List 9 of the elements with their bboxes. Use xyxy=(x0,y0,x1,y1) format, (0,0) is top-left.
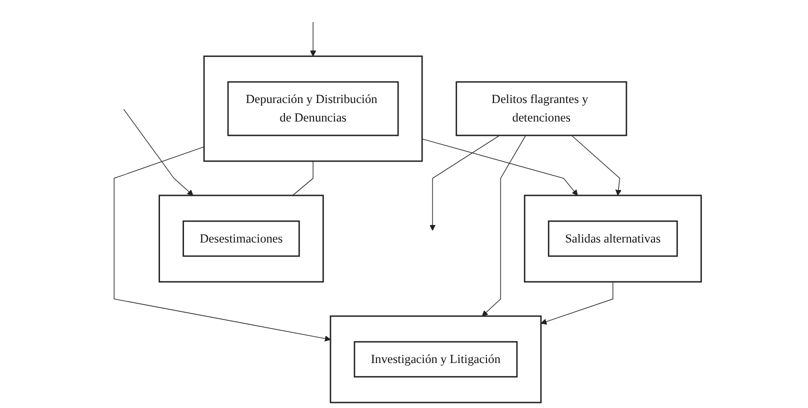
node-box: Delitos flagrantes y detenciones xyxy=(456,81,628,136)
node-box: Salidas alternativas xyxy=(548,220,678,257)
cluster xyxy=(330,315,542,404)
cluster xyxy=(158,194,324,283)
cluster xyxy=(524,194,702,283)
node-box: Desestimaciones xyxy=(182,220,300,257)
cluster xyxy=(203,56,423,162)
node-box: Depuración y Distribución de Denuncias xyxy=(227,81,399,136)
node-box: Investigación y Litigación xyxy=(354,341,518,378)
